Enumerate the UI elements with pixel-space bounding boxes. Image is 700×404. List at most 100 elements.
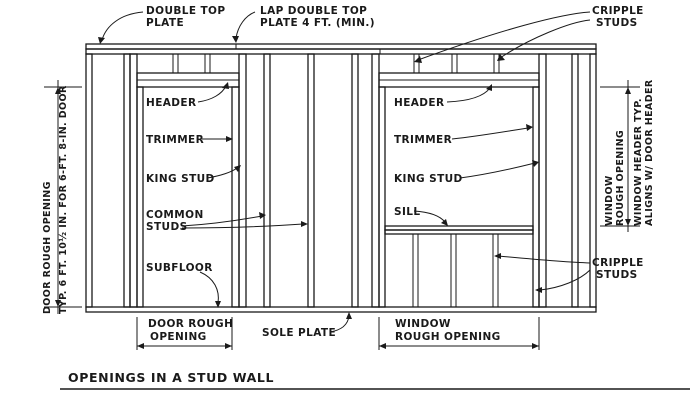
arrowhead [55, 87, 61, 94]
door-trimmer-right [231, 86, 240, 308]
arrowhead [535, 287, 542, 293]
door-cripple-stud [172, 53, 179, 74]
arrowhead [625, 87, 631, 94]
arrowhead [226, 136, 233, 142]
leader-double-top-plate [101, 11, 144, 41]
arrowhead [232, 36, 239, 43]
label-window-rough-opening: WINDOW [395, 318, 451, 330]
label-door-king-stud: KING STUD [146, 173, 215, 185]
arrowhead [625, 219, 631, 226]
window-trimmer-left [378, 86, 386, 308]
leader-common-studs [181, 215, 263, 227]
label-double-top-plate: DOUBLE TOP [146, 5, 225, 17]
window-king-stud-left [371, 53, 380, 308]
window-cripple-stud [492, 233, 499, 308]
common-stud [123, 53, 131, 308]
leader-lap-top-plate [235, 11, 256, 39]
arrowhead [55, 300, 61, 307]
dimension-lines [44, 80, 640, 350]
leader-cripple-studs-top [417, 11, 591, 61]
door-king-stud-left [129, 53, 138, 308]
leader-window-trimmer [451, 127, 529, 140]
window-trimmer-right [532, 86, 540, 308]
label-window-side-dimension: ROUGH OPENING [615, 130, 626, 226]
label-lap-top-plate: LAP DOUBLE TOP [260, 5, 367, 17]
arrowhead [225, 343, 232, 349]
label-window-rough-opening: ROUGH OPENING [395, 331, 501, 343]
common-stud [307, 53, 315, 308]
window-sill [384, 229, 534, 235]
common-stud [263, 53, 271, 308]
label-cripple-studs-bottom: STUDS [596, 269, 638, 281]
sole-plate [85, 306, 597, 313]
arrowhead [414, 56, 422, 63]
label-door-trimmer: TRIMMER [146, 134, 204, 146]
label-window-header: HEADER [394, 97, 444, 109]
label-door-rough-opening: OPENING [150, 331, 207, 343]
window-king-stud-right [538, 53, 547, 308]
label-lap-top-plate: PLATE 4 FT. (MIN.) [260, 17, 375, 29]
label-window-header-note: ALIGNS W/ DOOR HEADER [644, 79, 655, 226]
door-cripple-stud [204, 53, 211, 74]
leader-door-king-stud [206, 167, 238, 179]
leader-common-studs [181, 223, 304, 229]
end-stud-left [85, 53, 93, 308]
leader-lines [98, 11, 591, 333]
arrowhead [98, 37, 105, 44]
leader-sill [413, 210, 446, 223]
label-door-side-dimension: DOOR ROUGH OPENING [42, 181, 53, 314]
callout-labels: DOUBLE TOP PLATE LAP DOUBLE TOP PLATE 4 … [42, 5, 655, 343]
label-cripple-studs-top: STUDS [596, 17, 638, 29]
window-cripple-stud [493, 53, 500, 74]
label-common-studs: COMMON [146, 209, 204, 221]
window-cripple-stud [451, 53, 458, 74]
label-door-header: HEADER [146, 97, 196, 109]
leader-door-header [197, 85, 227, 103]
label-window-header-note: WINDOW HEADER TYP. [633, 98, 644, 226]
arrowhead [222, 82, 229, 89]
label-sole-plate: SOLE PLATE [262, 327, 336, 339]
door-trimmer-left [136, 86, 144, 308]
label-cripple-studs-top: CRIPPLE [592, 5, 644, 17]
arrowhead [526, 124, 533, 131]
arrowhead [234, 165, 241, 172]
leader-window-king-stud [459, 162, 536, 179]
common-stud [351, 53, 359, 308]
common-stud [571, 53, 579, 308]
label-window-king-stud: KING STUD [394, 173, 463, 185]
leader-window-header [446, 87, 491, 103]
arrowhead [532, 343, 539, 349]
label-double-top-plate: PLATE [146, 17, 184, 29]
arrowhead [532, 160, 539, 167]
label-common-studs: STUDS [146, 221, 188, 233]
caption-title: OPENINGS IN A STUD WALL [68, 370, 274, 385]
label-subfloor: SUBFLOOR [146, 262, 213, 274]
arrowhead [497, 54, 505, 61]
window-cripple-stud [412, 233, 419, 308]
arrowhead [494, 253, 501, 259]
label-window-side-dimension: WINDOW [604, 175, 615, 226]
leader-subfloor [199, 271, 219, 304]
wall-framing [85, 43, 597, 313]
end-stud-right [589, 53, 597, 308]
arrowhead [301, 221, 308, 227]
arrowhead [215, 301, 221, 308]
window-cripple-stud [413, 53, 420, 74]
leader-cripple-studs-top [499, 19, 591, 59]
door-king-stud-right [238, 53, 247, 308]
top-plate-lower [85, 48, 597, 55]
arrowhead [379, 343, 386, 349]
label-sill: SILL [394, 206, 420, 218]
arrowhead [137, 343, 144, 349]
arrowhead [259, 212, 266, 219]
arrowhead [486, 84, 492, 91]
figure-caption: OPENINGS IN A STUD WALL [60, 370, 690, 390]
arrowhead [441, 219, 448, 226]
label-door-side-dimension-note: TYP. 6 FT. 10½ IN. FOR 6-FT. 8-IN. DOOR [58, 85, 69, 314]
label-window-trimmer: TRIMMER [394, 134, 452, 146]
label-cripple-studs-bottom: CRIPPLE [592, 257, 644, 269]
window-cripple-stud [450, 233, 457, 308]
leader-cripple-studs-bottom [539, 269, 591, 291]
